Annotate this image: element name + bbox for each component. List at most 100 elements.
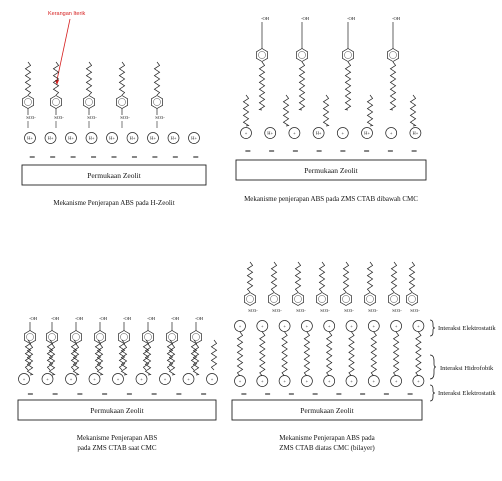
aromatic-circle <box>85 98 93 106</box>
ion-label: H+ <box>109 136 115 141</box>
ion-circle <box>65 132 77 144</box>
aromatic-circle <box>294 295 302 303</box>
ion-circle <box>256 320 269 332</box>
surface-label: Permukaan Zeolit <box>304 166 358 175</box>
sulfonate-label: SO3- <box>26 115 36 120</box>
alkyl-chain <box>281 331 288 377</box>
ion-label: + <box>390 131 393 136</box>
ion-circle <box>345 320 358 332</box>
hydroxyl-label: -OH <box>99 316 108 321</box>
aromatic-circle <box>26 333 34 341</box>
callout-label: Kerangan Iterik <box>48 11 86 17</box>
ion-label: H+ <box>364 131 370 136</box>
benzene-ring <box>387 48 399 62</box>
alkyl-chain <box>118 339 126 371</box>
hydrophobic-tails <box>236 331 422 377</box>
alkyl-chain <box>270 261 278 293</box>
hydroxyl-label: -OH <box>29 316 38 321</box>
ion-label: + <box>373 324 376 329</box>
ion-circle <box>390 375 402 387</box>
aromatic-circle <box>72 333 80 341</box>
ion-circle <box>234 320 246 332</box>
hydroxyl-label: -OH <box>123 316 132 321</box>
ion-label: + <box>187 377 190 382</box>
benzene-ring <box>22 95 34 109</box>
ion-label: + <box>293 131 296 136</box>
ion-circle <box>85 132 98 144</box>
ion-label: H+ <box>27 136 33 141</box>
alkyl-chain <box>52 61 60 96</box>
zeolite-surface <box>235 159 427 181</box>
benzene-ring <box>118 330 130 344</box>
sulfonate-label: SO3- <box>410 308 420 313</box>
alkyl-chain <box>236 331 244 377</box>
brace-bottom <box>429 384 436 402</box>
alkyl-chain <box>85 61 93 96</box>
sulfonate-label: SO3- <box>368 308 378 313</box>
ion-circle <box>18 373 30 385</box>
ion-label: + <box>117 377 120 382</box>
aromatic-circle <box>153 98 161 106</box>
sulfonate-label: SO3- <box>155 115 165 120</box>
alkyl-chain <box>344 61 352 111</box>
annotation-middle: Interaksi Hidrofobik <box>440 365 494 372</box>
sulfonate-label: SO3- <box>320 308 330 313</box>
alkyl-chain <box>303 331 311 377</box>
benzene-ring <box>24 330 36 344</box>
ion-label: H+ <box>68 136 74 141</box>
abs-molecules: SO3-SO3-SO3-SO3-SO3- <box>22 61 165 128</box>
ion-label: + <box>164 377 167 382</box>
ion-label: + <box>283 324 286 329</box>
ion-circle <box>24 132 36 144</box>
ion-label: + <box>417 379 420 384</box>
ion-circle <box>147 132 159 144</box>
ion-label: + <box>373 379 376 384</box>
ion-circle <box>301 375 313 387</box>
surface-label: Permukaan Zeolit <box>90 406 144 415</box>
aromatic-circle <box>408 295 416 303</box>
surface-label: Permukaan Zeolit <box>300 406 354 415</box>
ion-label: H+ <box>150 136 156 141</box>
sulfonate-label: SO3- <box>392 308 402 313</box>
ion-label: + <box>245 131 248 136</box>
callout-arrowhead <box>55 80 59 85</box>
ion-label: + <box>261 379 264 384</box>
alkyl-chain <box>120 343 128 376</box>
alkyl-chain <box>370 331 378 377</box>
ion-circle <box>367 375 380 387</box>
alkyl-chain <box>70 339 78 371</box>
alkyl-chain <box>246 261 254 293</box>
brace-middle <box>429 354 437 380</box>
ion-circle <box>44 132 57 144</box>
ion-circle <box>256 375 269 387</box>
ion-label: + <box>342 131 345 136</box>
panel-below-cmc: -OH-OH-OH-OH +H++H++H++H+ Permukaan Zeol… <box>235 16 427 203</box>
alkyl-chain <box>342 261 350 293</box>
aromatic-circle <box>168 333 176 341</box>
alkyl-chain <box>48 343 56 376</box>
alkyl-chain <box>258 61 266 111</box>
hydroxyl-label: -OH <box>195 316 204 321</box>
alkyl-chain <box>96 343 104 376</box>
ion-circle <box>188 132 200 144</box>
ion-label: + <box>23 377 26 382</box>
hydroxyl-label: -OH <box>147 316 156 321</box>
panel-caption-line2: pada ZMS CTAB saat CMC <box>77 444 156 452</box>
alkyl-chain <box>390 261 398 293</box>
aromatic-circle <box>258 51 266 59</box>
panel-caption: Mekanisme Penjerapan ABS pada H-Zeolit <box>53 199 174 207</box>
aromatic-circle <box>344 51 352 59</box>
benzene-ring <box>244 292 256 306</box>
ion-circle <box>112 373 124 385</box>
alkyl-chain <box>282 94 290 127</box>
ion-circle <box>159 373 171 385</box>
ion-circle <box>167 132 180 144</box>
aromatic-circle <box>342 295 350 303</box>
alkyl-chain <box>298 61 306 111</box>
ion-label: + <box>239 379 242 384</box>
ion-circle <box>106 132 118 144</box>
ion-label: H+ <box>316 131 322 136</box>
sulfonate-label: SO3- <box>272 308 282 313</box>
ctab-head-row: +++++++++ <box>18 373 218 385</box>
benzene-ring <box>46 330 58 344</box>
